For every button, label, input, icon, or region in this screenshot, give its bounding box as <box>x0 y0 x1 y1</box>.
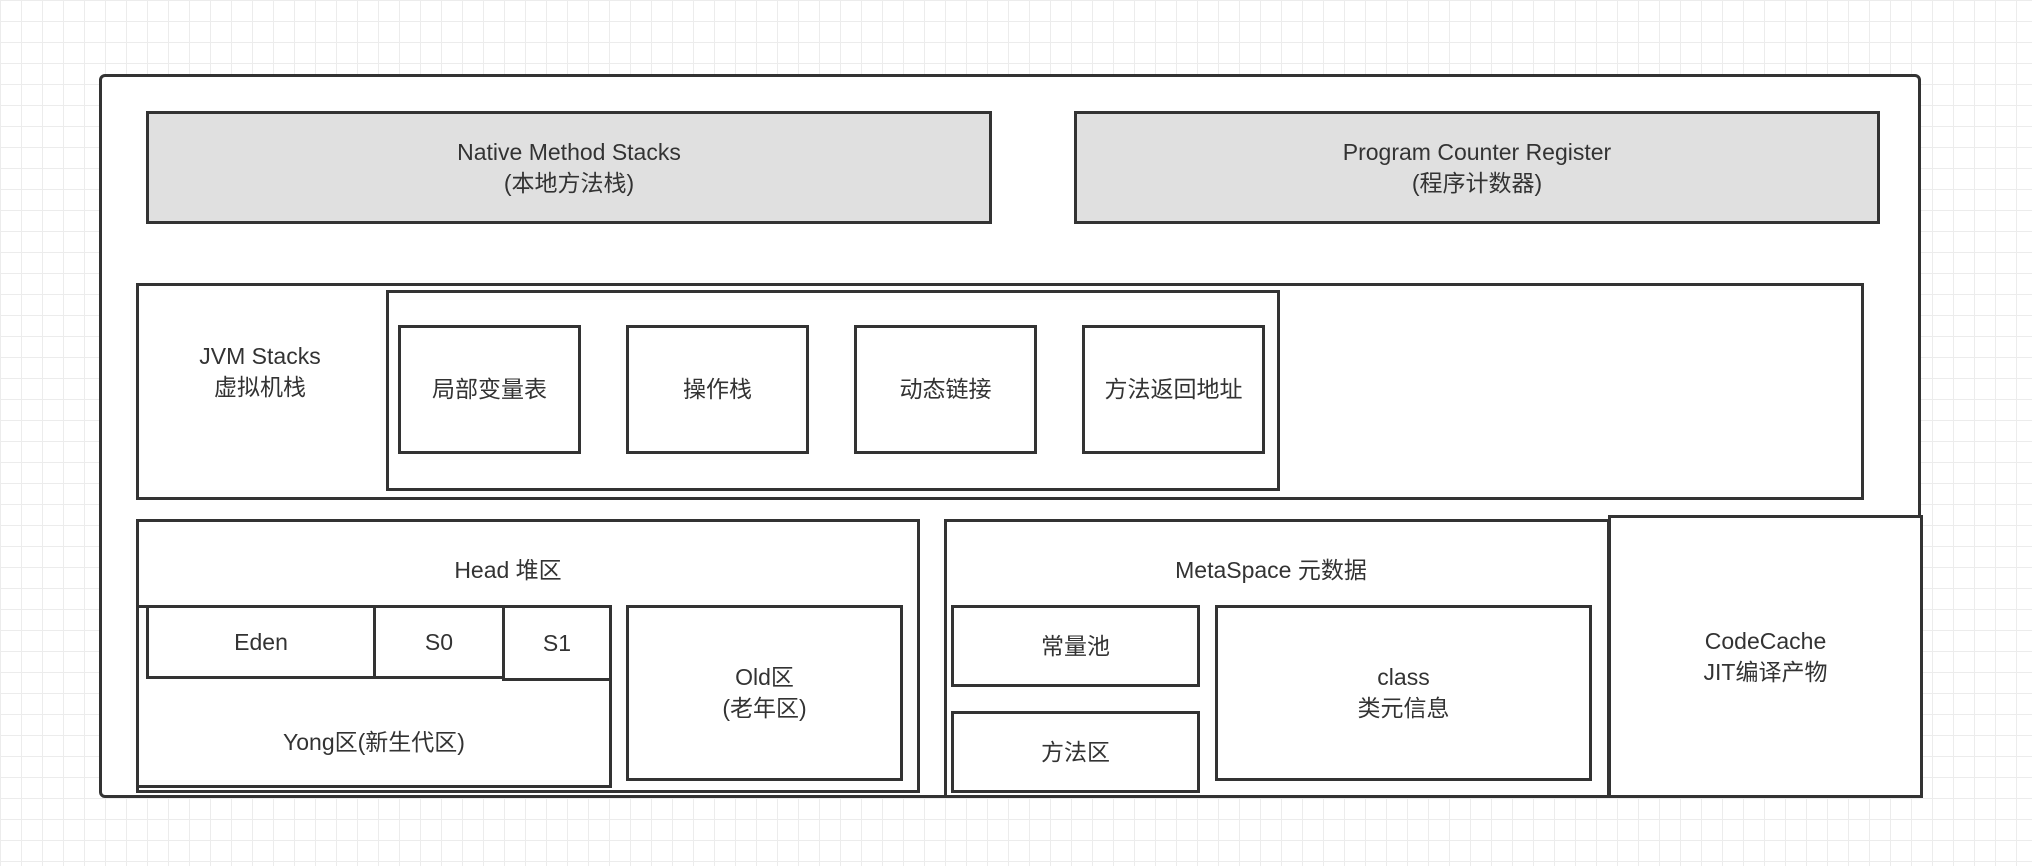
program-counter-register-label: Program Counter Register <box>1342 138 1612 165</box>
method-area-label: 方法区 <box>1041 738 1110 765</box>
young-generation-label: Yong区(新生代区) <box>283 729 465 755</box>
codecache-label: CodeCache <box>1704 627 1827 654</box>
codecache-sublabel: JIT编译产物 <box>1703 658 1828 685</box>
eden-box: Eden <box>146 605 376 679</box>
jvm-stacks-subtitle: 虚拟机栈 <box>214 374 306 400</box>
old-generation-label: Old区 <box>735 664 794 690</box>
constant-pool-box: 常量池 <box>951 605 1200 687</box>
jvm-stacks-title: JVM Stacks <box>199 343 321 369</box>
survivor-s0-box: S0 <box>373 605 505 679</box>
native-method-stacks-label: Native Method Stacks <box>457 138 681 165</box>
return-address-box: 方法返回地址 <box>1082 325 1265 454</box>
program-counter-register-sublabel: (程序计数器) <box>1411 169 1543 196</box>
heap-title: Head 堆区 <box>454 557 562 583</box>
survivor-s0-label: S0 <box>424 628 454 655</box>
survivor-s1-label: S1 <box>542 629 572 656</box>
eden-label: Eden <box>234 628 288 655</box>
survivor-s1-box: S1 <box>502 605 612 681</box>
local-variable-table-label: 局部变量表 <box>432 376 547 402</box>
method-area-box: 方法区 <box>951 711 1200 793</box>
old-generation-sublabel: (老年区) <box>722 695 807 721</box>
old-generation-box: Old区 (老年区) <box>626 605 903 781</box>
operand-stack-label: 操作栈 <box>683 376 752 402</box>
class-metadata-sublabel: 类元信息 <box>1357 695 1450 721</box>
constant-pool-label: 常量池 <box>1041 632 1110 659</box>
native-method-stacks-sublabel: (本地方法栈) <box>503 169 635 196</box>
metaspace-title: MetaSpace 元数据 <box>1175 557 1367 583</box>
codecache-box: CodeCache JIT编译产物 <box>1608 515 1923 798</box>
return-address-label: 方法返回地址 <box>1104 376 1243 402</box>
local-variable-table-box: 局部变量表 <box>398 325 581 454</box>
class-metadata-label: class <box>1377 664 1430 690</box>
program-counter-register-box: Program Counter Register (程序计数器) <box>1074 111 1880 224</box>
class-metadata-box: class 类元信息 <box>1215 605 1592 781</box>
native-method-stacks-box: Native Method Stacks (本地方法栈) <box>146 111 992 224</box>
dynamic-linking-box: 动态链接 <box>854 325 1037 454</box>
operand-stack-box: 操作栈 <box>626 325 809 454</box>
dynamic-linking-label: 动态链接 <box>899 376 992 402</box>
jvm-stacks-label: JVM Stacks 虚拟机栈 <box>150 341 370 403</box>
